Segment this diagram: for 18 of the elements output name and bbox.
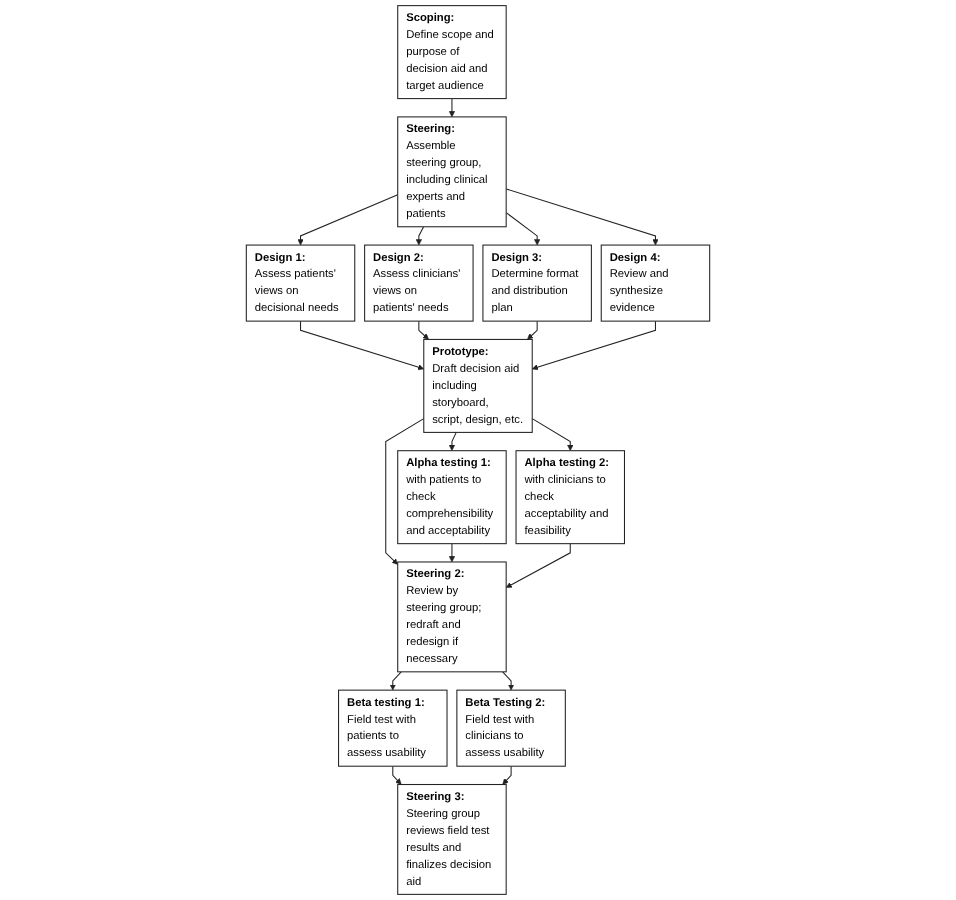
arrow [448, 98, 456, 118]
arrow [531, 320, 656, 371]
arrow [505, 188, 659, 246]
arrow [448, 431, 457, 451]
arrow [300, 320, 425, 371]
arrow [389, 671, 402, 691]
arrow [527, 320, 538, 340]
arrow [505, 543, 571, 588]
arrow [392, 765, 402, 785]
arrow [502, 671, 515, 691]
arrow [385, 418, 425, 565]
arrow [502, 765, 512, 785]
arrow [415, 226, 425, 246]
arrow [505, 212, 541, 246]
arrow [418, 320, 429, 340]
arrow [531, 418, 574, 451]
arrow [448, 543, 456, 563]
arrow [297, 194, 399, 246]
